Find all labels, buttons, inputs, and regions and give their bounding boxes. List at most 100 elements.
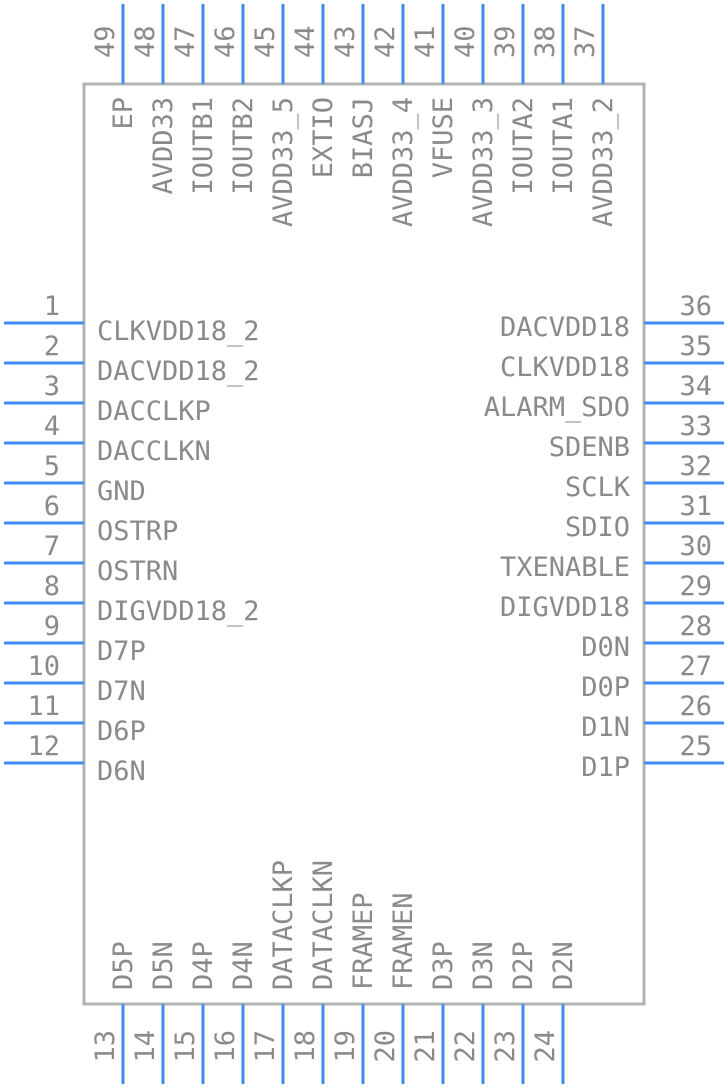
pin-number: 35 bbox=[679, 331, 712, 362]
pin-number: 33 bbox=[679, 411, 712, 442]
pin-label: IOUTB2 bbox=[228, 97, 259, 195]
pin-number: 5 bbox=[44, 451, 60, 482]
pin-label: TXENABLE bbox=[500, 552, 630, 583]
pin-label: SDIO bbox=[565, 512, 630, 543]
pin-number: 10 bbox=[27, 651, 60, 682]
pin-label: GND bbox=[97, 476, 146, 507]
pin-label: EXTIO bbox=[308, 97, 339, 178]
pin-number: 49 bbox=[90, 25, 121, 58]
pin-label: D4N bbox=[228, 941, 259, 990]
pin-number: 12 bbox=[27, 731, 60, 762]
pin-label: CLKVDD18_2 bbox=[97, 316, 260, 347]
pin-number: 1 bbox=[44, 291, 60, 322]
pin-number: 42 bbox=[370, 25, 401, 58]
pin-label: AVDD33_2 bbox=[588, 97, 619, 227]
pin-number: 44 bbox=[290, 25, 321, 58]
pin-number: 18 bbox=[290, 1030, 321, 1063]
pin-number: 34 bbox=[679, 371, 712, 402]
pin-label: ALARM_SDO bbox=[484, 392, 630, 423]
pin-number: 26 bbox=[679, 691, 712, 722]
pin-label: IOUTA1 bbox=[548, 97, 579, 195]
pin-label: D2P bbox=[508, 941, 539, 990]
pin-label: AVDD33_4 bbox=[388, 97, 419, 227]
pin-label: DACVDD18 bbox=[500, 312, 630, 343]
pin-label: D1P bbox=[581, 752, 630, 783]
pin-label: DATACLKP bbox=[268, 860, 299, 990]
pin-number: 32 bbox=[679, 451, 712, 482]
pin-number: 24 bbox=[530, 1030, 561, 1063]
pin-label: IOUTA2 bbox=[508, 97, 539, 195]
pin-number: 37 bbox=[570, 25, 601, 58]
pin-number: 13 bbox=[90, 1030, 121, 1063]
pin-label: D0P bbox=[581, 672, 630, 703]
pin-label: VFUSE bbox=[428, 97, 459, 178]
pin-number: 16 bbox=[210, 1030, 241, 1063]
pin-number: 30 bbox=[679, 531, 712, 562]
pin-label: SDENB bbox=[549, 432, 630, 463]
pin-label: D7P bbox=[97, 636, 146, 667]
pin-number: 9 bbox=[44, 611, 60, 642]
pin-number: 6 bbox=[44, 491, 60, 522]
pin-label: D7N bbox=[97, 676, 146, 707]
pin-number: 36 bbox=[679, 291, 712, 322]
pin-number: 23 bbox=[490, 1030, 521, 1063]
pin-label: D5N bbox=[148, 941, 179, 990]
pin-number: 43 bbox=[330, 25, 361, 58]
pin-number: 27 bbox=[679, 651, 712, 682]
pin-number: 20 bbox=[370, 1030, 401, 1063]
pin-label: OSTRP bbox=[97, 516, 178, 547]
pin-number: 17 bbox=[250, 1030, 281, 1063]
pin-number: 21 bbox=[410, 1030, 441, 1063]
pin-number: 3 bbox=[44, 371, 60, 402]
bottom-pin-group: 13D5P14D5N15D4P16D4N17DATACLKP18DATACLKN… bbox=[90, 860, 579, 1084]
pin-label: FRAMEN bbox=[388, 892, 419, 990]
pin-number: 29 bbox=[679, 571, 712, 602]
pin-label: D5P bbox=[108, 941, 139, 990]
pin-number: 45 bbox=[250, 25, 281, 58]
pin-label: OSTRN bbox=[97, 556, 178, 587]
pin-label: D3P bbox=[428, 941, 459, 990]
pin-label: D2N bbox=[548, 941, 579, 990]
pin-label: D4P bbox=[188, 941, 219, 990]
pin-label: DIGVDD18_2 bbox=[97, 596, 260, 627]
pin-number: 41 bbox=[410, 25, 441, 58]
pin-number: 25 bbox=[679, 731, 712, 762]
pin-label: DACVDD18_2 bbox=[97, 356, 260, 387]
pin-label: AVDD33_3 bbox=[468, 97, 499, 227]
pin-number: 47 bbox=[170, 25, 201, 58]
pin-label: BIASJ bbox=[348, 97, 379, 178]
pin-number: 19 bbox=[330, 1030, 361, 1063]
top-pin-group: 49EP48AVDD3347IOUTB146IOUTB245AVDD33_544… bbox=[90, 4, 619, 227]
pin-number: 31 bbox=[679, 491, 712, 522]
pin-label: DATACLKN bbox=[308, 860, 339, 990]
pin-label: DIGVDD18 bbox=[500, 592, 630, 623]
pin-label: DACCLKN bbox=[97, 436, 211, 467]
pin-number: 11 bbox=[27, 691, 60, 722]
pin-number: 39 bbox=[490, 25, 521, 58]
pin-label: D1N bbox=[581, 712, 630, 743]
pin-label: AVDD33_5 bbox=[268, 97, 299, 227]
pin-label: FRAMEP bbox=[348, 892, 379, 990]
pin-number: 4 bbox=[44, 411, 60, 442]
pin-number: 14 bbox=[130, 1030, 161, 1063]
ic-body-outline bbox=[82, 82, 646, 1006]
pin-number: 48 bbox=[130, 25, 161, 58]
pin-number: 28 bbox=[679, 611, 712, 642]
pin-label: EP bbox=[108, 97, 139, 130]
pin-number: 38 bbox=[530, 25, 561, 58]
pin-label: CLKVDD18 bbox=[500, 352, 630, 383]
pin-number: 22 bbox=[450, 1030, 481, 1063]
pin-number: 2 bbox=[44, 331, 60, 362]
pin-number: 46 bbox=[210, 25, 241, 58]
pin-label: AVDD33 bbox=[148, 97, 179, 195]
pin-number: 8 bbox=[44, 571, 60, 602]
pin-label: D6N bbox=[97, 756, 146, 787]
pin-number: 7 bbox=[44, 531, 60, 562]
pin-label: DACCLKP bbox=[97, 396, 211, 427]
pin-number: 40 bbox=[450, 25, 481, 58]
pin-label: D6P bbox=[97, 716, 146, 747]
pin-label: SCLK bbox=[565, 472, 631, 503]
